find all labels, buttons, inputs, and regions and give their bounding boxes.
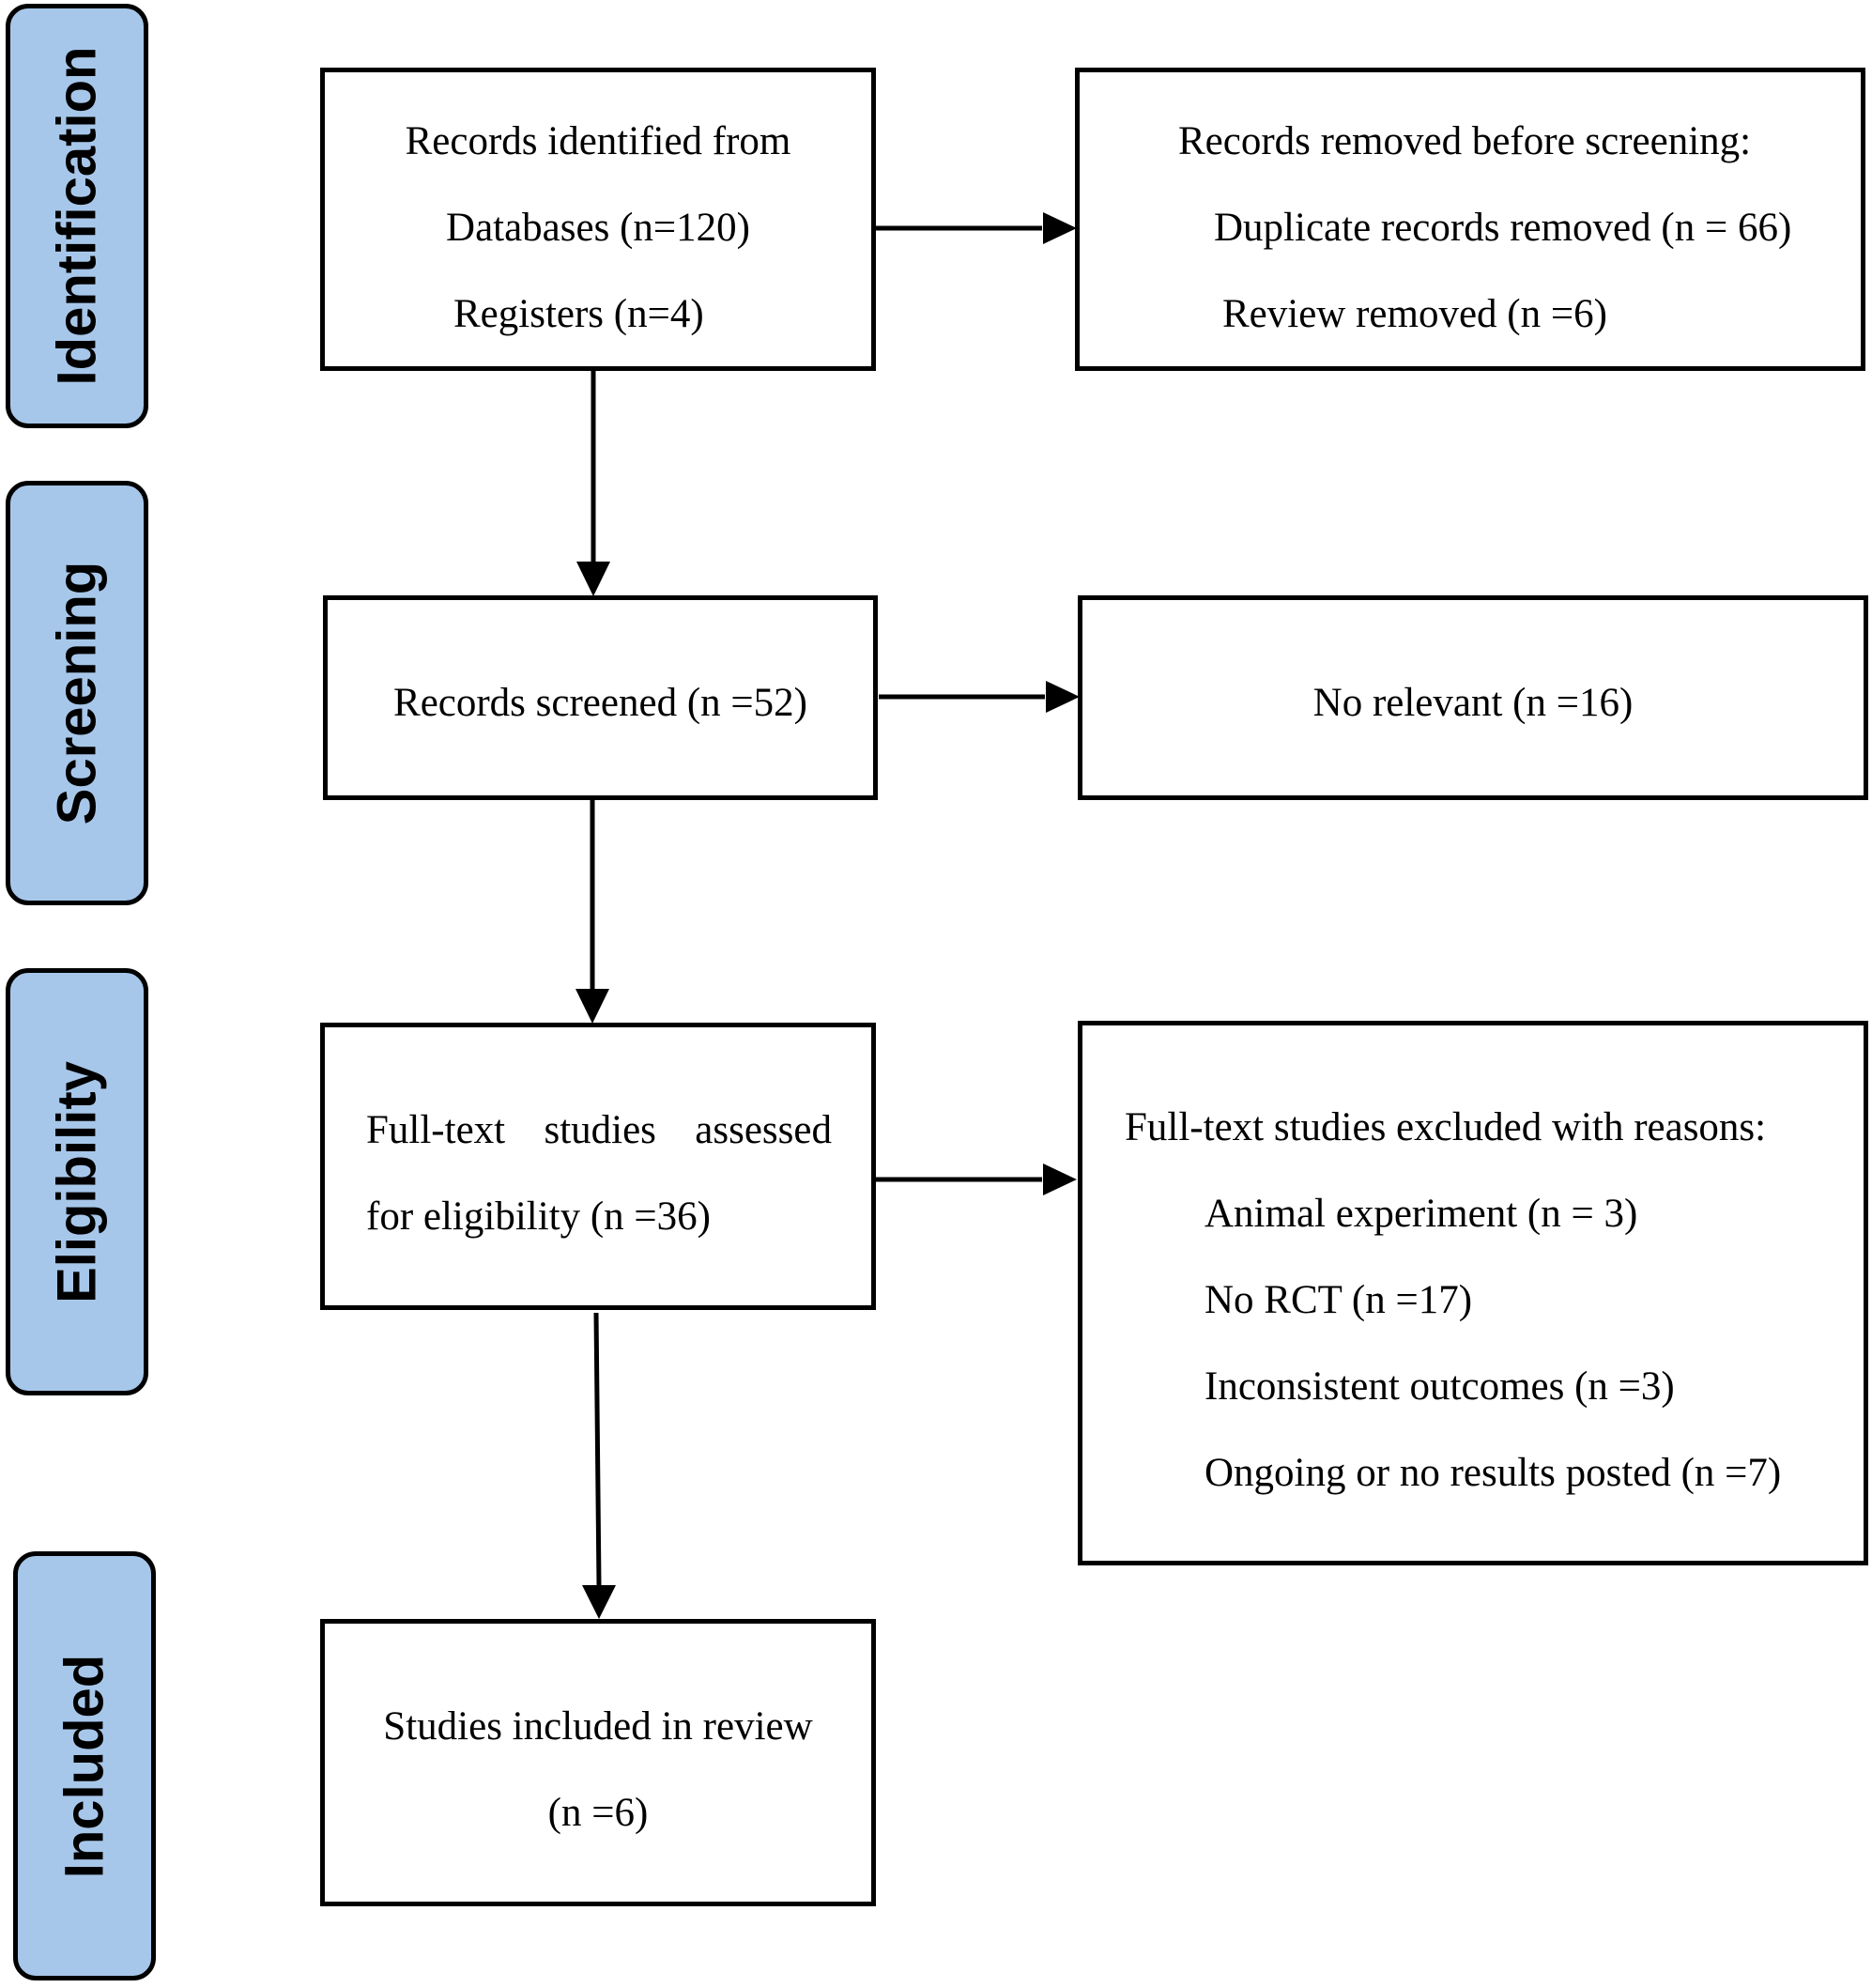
exclusion-reason-ongoing: Ongoing or no results posted (n =7) [1205,1451,1782,1495]
arrowhead-fulltext [575,989,609,1024]
studies-included-box: Studies included in review (n =6) [320,1619,876,1906]
no-relevant-text: No relevant (n =16) [1312,681,1634,725]
records-removed-line2: Review removed (n =6) [1222,292,1607,336]
studies-included-line1: Studies included in review [383,1704,813,1749]
no-relevant-box: No relevant (n =16) [1078,595,1868,800]
records-removed-title: Records removed before screening: [1178,119,1752,163]
fulltext-assessed-box: Full-text studies assessed for eligibili… [320,1023,876,1310]
arrowhead-included [582,1585,616,1619]
fulltext-word-1: Full-text [366,1108,506,1152]
fulltext-assessed-line1: Full-text studies assessed [366,1110,832,1150]
fulltext-assessed-line2: for eligibility (n =36) [366,1194,711,1239]
records-identified-line3: Registers (n=4) [453,292,704,336]
records-identified-box: Records identified from Databases (n=120… [320,68,876,371]
arrowhead-removed [1043,212,1077,244]
records-screened-text: Records screened (n =52) [393,681,807,725]
records-screened-box: Records screened (n =52) [323,595,878,800]
fulltext-excluded-title: Full-text studies excluded with reasons: [1125,1105,1767,1149]
exclusion-reason-no-rct: No RCT (n =17) [1205,1278,1473,1322]
arrowhead-excluded [1043,1164,1077,1195]
arrowhead-no-relevant [1046,681,1080,713]
fulltext-word-3: assessed [695,1108,832,1152]
studies-included-line2: (n =6) [547,1791,649,1835]
records-removed-line1: Duplicate records removed (n = 66) [1214,206,1792,250]
exclusion-reason-inconsistent: Inconsistent outcomes (n =3) [1205,1364,1675,1409]
records-identified-line1: Records identified from [405,119,791,163]
exclusion-reason-animal: Animal experiment (n = 3) [1205,1192,1638,1236]
records-identified-line2: Databases (n=120) [446,206,750,250]
arrowhead-screened [576,562,610,596]
fulltext-word-2: studies [544,1108,656,1152]
stage-identification: Identification [6,4,148,428]
stage-screening: Screening [6,481,148,905]
stage-eligibility: Eligibility [6,968,148,1395]
fulltext-excluded-box: Full-text studies excluded with reasons:… [1078,1021,1868,1565]
stage-included: Included [13,1551,156,1980]
arrow-fulltext-to-included [593,1312,602,1586]
records-removed-box: Records removed before screening: Duplic… [1075,68,1865,371]
